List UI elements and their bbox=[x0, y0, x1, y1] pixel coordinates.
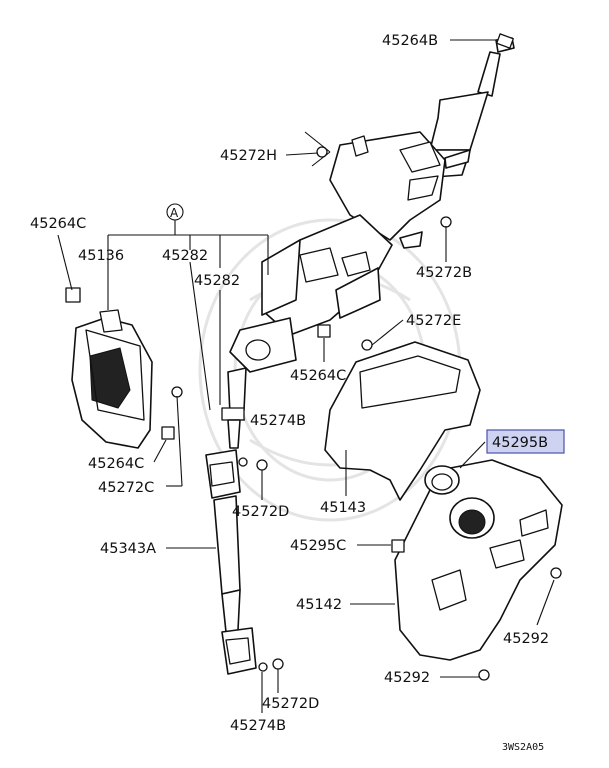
label-45292-right: 45292 bbox=[503, 631, 549, 647]
reference-circle-a bbox=[166, 203, 184, 221]
label-45264c-left: 45264C bbox=[30, 216, 86, 232]
label-45292-bottom: 45292 bbox=[384, 670, 430, 686]
label-45295b: 45295B bbox=[492, 435, 548, 451]
label-45274b-mid: 45274B bbox=[250, 413, 306, 429]
label-45143: 45143 bbox=[320, 500, 366, 516]
label-45272h: 45272H bbox=[220, 148, 277, 164]
lower-cover-45136 bbox=[71, 309, 153, 449]
label-45272b: 45272B bbox=[416, 265, 472, 281]
label-45272d-low: 45272D bbox=[262, 696, 319, 712]
label-a: A bbox=[170, 206, 179, 220]
ring-45295b bbox=[424, 465, 460, 495]
label-45343a: 45343A bbox=[100, 541, 156, 557]
label-45142: 45142 bbox=[296, 597, 342, 613]
leader-lines bbox=[57, 39, 555, 713]
label-45136: 45136 bbox=[78, 248, 124, 264]
label-45272e: 45272E bbox=[406, 313, 461, 329]
label-45264c-low: 45264C bbox=[88, 456, 144, 472]
intermediate-shaft bbox=[205, 367, 257, 675]
label-45272c: 45272C bbox=[98, 480, 154, 496]
label-45272d-mid: 45272D bbox=[232, 504, 289, 520]
steering-column bbox=[229, 37, 515, 373]
label-45282-a: 45282 bbox=[162, 248, 208, 264]
label-45295c: 45295C bbox=[290, 538, 346, 554]
label-45274b-low: 45274B bbox=[230, 718, 286, 734]
upper-cover-45143 bbox=[324, 341, 481, 501]
label-45264b-top: 45264B bbox=[382, 33, 438, 49]
highlight-45295b bbox=[486, 429, 565, 454]
figure-code: 3WS2A05 bbox=[502, 742, 544, 753]
label-45282-b: 45282 bbox=[194, 273, 240, 289]
part-labels: 45264B 45272H 45264C A 45136 45282 45282… bbox=[30, 33, 565, 753]
label-45264c-mid: 45264C bbox=[290, 368, 346, 384]
lower-shroud-45142 bbox=[394, 459, 563, 661]
